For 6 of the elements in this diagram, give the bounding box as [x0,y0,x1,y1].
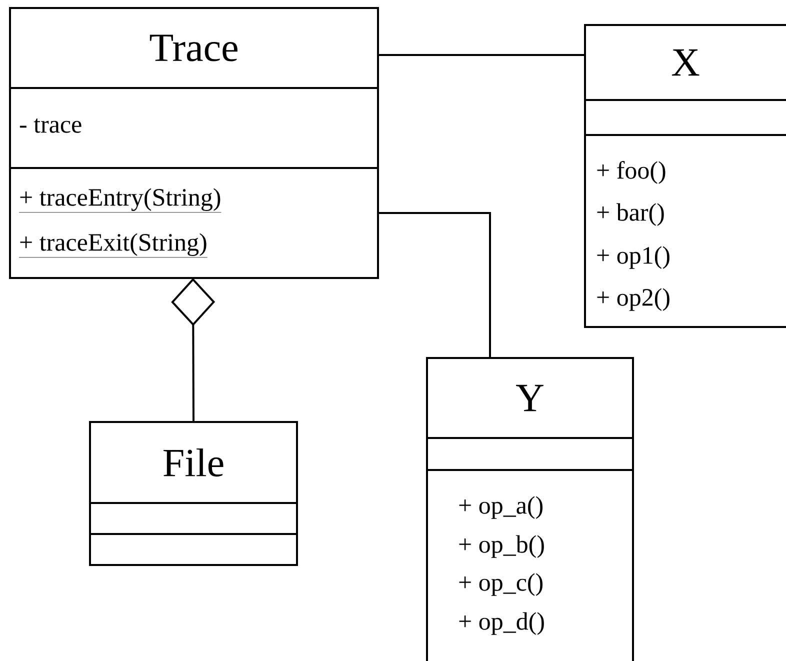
class-box: X + foo() + bar() + op1() + op2() [584,24,786,328]
association-line [378,212,491,358]
class-box: File [89,421,298,566]
class-box: Trace - trace + traceEntry(String) + traceExit(String) [9,7,379,279]
association-line [378,54,585,56]
class-box: Y + op_a() + op_b() + op_c() + op_d() [426,357,634,661]
